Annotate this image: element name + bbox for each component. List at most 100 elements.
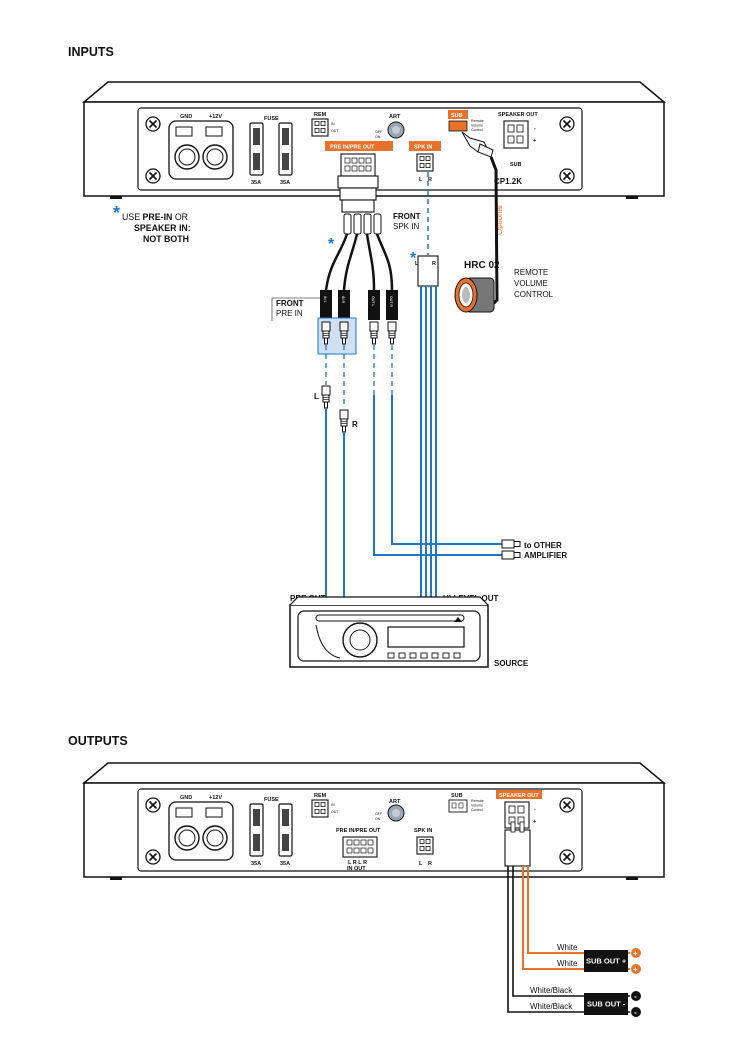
sub-out-plus-box <box>584 950 628 972</box>
screw-icon <box>559 797 575 813</box>
sub-label-bottom: SUB <box>451 793 463 799</box>
rem-in-label-bottom: IN <box>331 803 335 807</box>
out-r-label: OUT R <box>389 296 393 308</box>
pre-in-label: PRE IN <box>276 309 303 318</box>
screw-icon <box>559 168 575 184</box>
spk-in-r-bottom: R <box>428 861 432 867</box>
front-spk-label: FRONT <box>393 212 421 221</box>
speaker-out-label: SPEAKER OUT <box>498 112 538 118</box>
plus-terminal-2-label: + <box>633 965 638 974</box>
note-line2: SPEAKER IN: <box>134 223 191 233</box>
screw-icon <box>145 849 161 865</box>
rem-out-label-bottom: OUT <box>331 810 339 814</box>
hrc-knob-icon <box>454 277 495 313</box>
fuse1-rating: 35A <box>251 180 261 186</box>
rca-jack-icon <box>387 321 397 345</box>
rem-label: REM <box>314 112 327 118</box>
remote-label-2: VOLUME <box>514 279 548 288</box>
screw-icon <box>559 116 575 132</box>
power-terminal-block <box>168 801 234 861</box>
speaker-out-badge-label: SPEAKER OUT <box>499 793 539 799</box>
note-star: * <box>113 203 120 223</box>
remote-label-3: CONTROL <box>514 290 554 299</box>
screw-icon <box>145 116 161 132</box>
fuse2-rating: 35A <box>280 180 290 186</box>
pre-in-out-bottom: IN OUT <box>347 866 366 872</box>
plug-r-label: R <box>432 261 436 267</box>
harness-star: * <box>328 236 335 253</box>
sub-out-minus-label: SUB OUT - <box>587 1000 626 1009</box>
minus-terminal-2-label: - <box>634 1008 637 1017</box>
fuse-icon <box>249 122 264 176</box>
minus-terminal-icon <box>631 991 641 1001</box>
art-off-label-bottom: OFF <box>375 812 383 816</box>
rca-jack-icon <box>369 321 379 345</box>
plug-l-label: L <box>415 261 419 267</box>
speaker-out-plug <box>504 829 531 867</box>
to-other-amp-rca <box>501 539 521 560</box>
sub-badge-label: SUB <box>451 113 463 119</box>
front-pre-label: FRONT <box>276 299 304 308</box>
speaker-out-plus-bottom: + <box>533 819 536 825</box>
spk-in-label-bottom: SPK IN <box>414 828 432 834</box>
to-other-label: to OTHER <box>524 541 562 550</box>
fuse-label-bottom: FUSE <box>264 797 279 803</box>
speaker-out-minus-bottom: - <box>534 807 536 813</box>
fuse1-rating-bottom: 35A <box>251 861 261 867</box>
art-label: ART <box>389 114 401 120</box>
wire3-label: White/Black <box>530 986 573 995</box>
art-on-label: ON <box>375 135 381 139</box>
remote-volume-bottom-1: Remote <box>471 799 484 803</box>
pre-lr-top: L R L R <box>348 860 367 866</box>
note-line1: USE PRE-IN OR <box>122 212 188 222</box>
speaker-out-plus: + <box>533 138 536 144</box>
gnd-label-bottom: GND <box>180 795 192 801</box>
art-label-bottom: ART <box>389 799 401 805</box>
spk-in-star: * <box>410 250 417 267</box>
rem-label-bottom: REM <box>314 793 327 799</box>
fuse-label: FUSE <box>264 116 279 122</box>
speaker-out-minus: - <box>534 126 536 132</box>
plus-terminal-1-label: + <box>633 949 638 958</box>
remote-volume-text-2: Volume <box>471 124 483 128</box>
sub-badge <box>448 110 468 119</box>
out-l-label: OUT L <box>371 296 375 307</box>
remote-volume-bottom-2: Volume <box>471 804 483 808</box>
remote-volume-bottom-3: Control <box>471 808 483 812</box>
input-wires: L R to OTHER AMPLIFIER <box>314 286 567 605</box>
wire2-label: White <box>557 959 578 968</box>
art-on-label-bottom: ON <box>375 817 381 821</box>
note-line3: NOT BOTH <box>143 234 189 244</box>
spk-in-l-bottom: L <box>419 861 423 867</box>
minus-terminal-icon <box>631 1007 641 1017</box>
inputs-heading: INPUTS <box>68 45 114 59</box>
amplifier-label: AMPLIFIER <box>524 551 567 560</box>
optional-label: Optional <box>495 205 504 235</box>
in-r-label: IN R <box>341 296 345 304</box>
sub-label: SUB <box>510 162 522 168</box>
fuse-icon <box>278 122 293 176</box>
rem-out-label: OUT <box>331 129 339 133</box>
outputs-heading: OUTPUTS <box>68 734 128 748</box>
sub-remote-connector <box>448 120 468 132</box>
rca-l-label: L <box>314 392 319 401</box>
hrc-label: HRC 02 <box>464 260 500 271</box>
plus-terminal-icon <box>631 964 641 974</box>
spk-in-l-label: L <box>419 177 423 183</box>
fuse-icon <box>249 803 264 857</box>
sub-out-plus-label: SUB OUT + <box>586 957 627 966</box>
pre-in-pre-out-label-bottom: PRE IN/PRE OUT <box>336 828 381 834</box>
spk-in-sub-label: SPK IN <box>393 222 419 231</box>
minus-terminal-1-label: - <box>634 992 637 1001</box>
pre-in-pre-out-label: PRE IN/PRE OUT <box>330 145 375 151</box>
remote-volume-text-1: Remote <box>471 119 484 123</box>
spk-in-r-label: R <box>428 177 432 183</box>
spk-in-plug <box>417 255 439 287</box>
sub-out-minus-box <box>584 993 628 1015</box>
rem-connector <box>311 118 329 137</box>
rem-in-label: IN <box>331 122 335 126</box>
gnd-label: GND <box>180 114 192 120</box>
screw-icon <box>559 849 575 865</box>
in-l-label: IN L <box>323 296 327 303</box>
spk-in-connector <box>416 153 434 172</box>
